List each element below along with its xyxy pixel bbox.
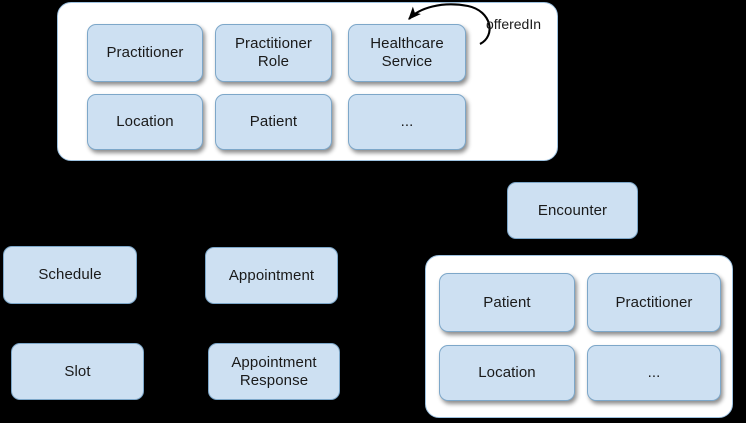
- resource-label: Healthcare Service: [370, 35, 444, 70]
- resource-label: Practitioner: [106, 44, 184, 62]
- resource-box-location[interactable]: Location: [87, 94, 203, 150]
- resource-label: Slot: [64, 362, 91, 380]
- resource-label: Location: [478, 364, 536, 382]
- resource-box-patient[interactable]: Patient: [215, 94, 332, 150]
- edge-label-offered-in: offeredIn: [486, 16, 542, 32]
- resource-box-encounter[interactable]: Encounter: [507, 182, 638, 239]
- resource-label: Location: [116, 113, 174, 131]
- resource-box-schedule[interactable]: Schedule: [3, 246, 137, 304]
- resource-label: Encounter: [537, 201, 608, 219]
- resource-label: ...: [400, 113, 414, 131]
- resource-box-healthcare-service[interactable]: Healthcare Service: [348, 24, 466, 82]
- resource-box-slot[interactable]: Slot: [11, 343, 144, 400]
- resource-box-practitioner[interactable]: Practitioner: [87, 24, 203, 82]
- resource-label: Appointment Response: [231, 353, 317, 389]
- resource-box-appointment-response[interactable]: Appointment Response: [208, 343, 340, 400]
- encounter-box-practitioner[interactable]: Practitioner: [587, 273, 721, 332]
- resource-box-practitioner-role[interactable]: Practitioner Role: [215, 24, 332, 82]
- resource-label: Practitioner: [615, 293, 693, 311]
- resource-label: Patient: [483, 293, 531, 311]
- resource-label: Appointment: [228, 266, 315, 284]
- encounter-box-location[interactable]: Location: [439, 345, 575, 401]
- offered-in-self-loop-arrow: [408, 3, 491, 45]
- resource-label: Practitioner Role: [234, 35, 313, 70]
- resource-box-ellipsis[interactable]: ...: [348, 94, 466, 150]
- resource-box-appointment[interactable]: Appointment: [205, 247, 338, 304]
- resource-label: ...: [647, 364, 661, 382]
- resource-label: Schedule: [38, 266, 102, 284]
- resource-label: Patient: [249, 113, 298, 131]
- encounter-box-patient[interactable]: Patient: [439, 273, 575, 332]
- encounter-box-ellipsis[interactable]: ...: [587, 345, 721, 401]
